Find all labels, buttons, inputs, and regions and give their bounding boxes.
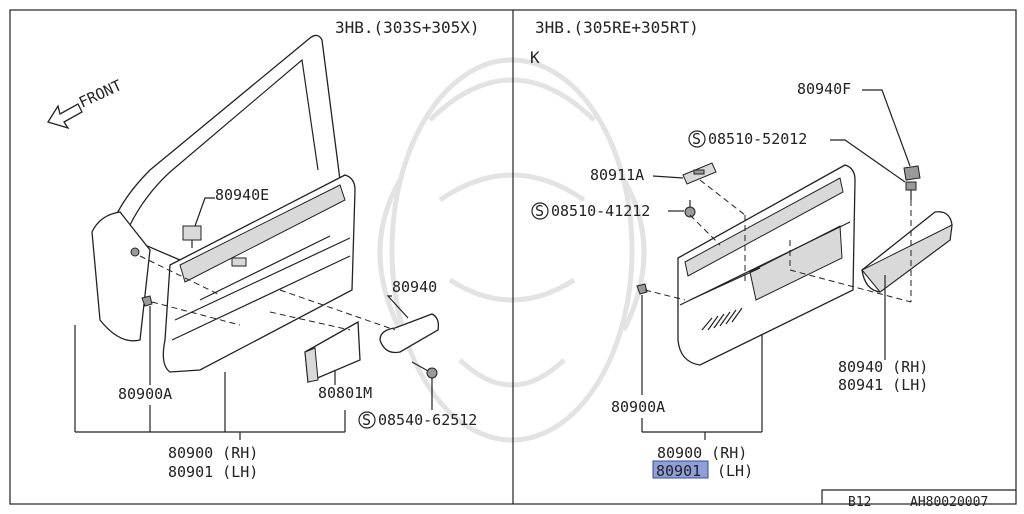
- armrest-dash: [279, 289, 396, 331]
- armrest-dash-right-h: [789, 269, 912, 303]
- left-variant-title: 3HB.(303S+305X): [335, 18, 480, 37]
- pocket-80801M: [304, 320, 361, 383]
- door-trim-panel-right: [677, 164, 856, 366]
- assembly-bracket-right: [641, 335, 763, 440]
- label-screw-r1: 08510-52012: [708, 130, 807, 148]
- label-80900-rh-right: 80900 (RH): [657, 444, 747, 462]
- clip-dash-1: [139, 255, 221, 296]
- speaker-grille: [701, 307, 743, 331]
- front-label: FRONT: [76, 76, 125, 111]
- leader-80940F: [862, 89, 911, 167]
- clip-dash-right: [644, 289, 686, 301]
- screw-symbol-left: S: [358, 411, 376, 429]
- clip-80940E: [182, 225, 202, 248]
- clip-80940F: [903, 165, 921, 200]
- svg-text:S: S: [535, 202, 544, 220]
- label-80900-rh-left: 80900 (RH): [168, 444, 258, 462]
- clip-upper: [130, 247, 140, 257]
- label-80940: 80940: [392, 278, 437, 296]
- screw-symbol-r1: S: [688, 130, 706, 148]
- label-80900A-right: 80900A: [611, 398, 665, 416]
- watermark-crest: [377, 57, 647, 443]
- label-screw-r2: 08510-41212: [551, 202, 650, 220]
- pocket-dash: [269, 311, 351, 331]
- screw-08510-41212: [684, 200, 696, 218]
- footer-code: AH80020007: [910, 495, 988, 510]
- label-80901-lh-left: 80901 (LH): [168, 463, 258, 481]
- label-80801M: 80801M: [318, 384, 372, 402]
- svg-text:S: S: [362, 411, 371, 429]
- leader-80940E: [194, 197, 215, 227]
- right-variant-code: K: [530, 48, 540, 67]
- footer-tab: [821, 489, 1016, 504]
- switch-80911A: [682, 162, 717, 185]
- front-arrow-icon: [46, 103, 83, 130]
- switch-dash: [699, 179, 746, 216]
- right-variant-title: 3HB.(305RE+305RT): [535, 18, 699, 37]
- leader-80911A: [652, 175, 684, 179]
- label-80940F: 80940F: [797, 80, 851, 98]
- label-80940-rh: 80940 (RH): [838, 358, 928, 376]
- clip-dash-2: [151, 301, 241, 326]
- label-lh-right: (LH): [717, 462, 753, 480]
- label-screw-left: 08540-62512: [378, 411, 477, 429]
- door-frame: [91, 34, 341, 342]
- assembly-bracket-left: [74, 306, 346, 440]
- clip-80900A: [141, 295, 153, 307]
- screw-dash: [689, 214, 721, 246]
- label-80940E: 80940E: [215, 186, 269, 204]
- label-80941-lh: 80941 (LH): [838, 376, 928, 394]
- footer-model: B12: [848, 495, 871, 510]
- label-80900A-left: 80900A: [118, 385, 172, 403]
- leader-screw-r1: [830, 139, 906, 183]
- screw-symbol-r2: S: [531, 202, 549, 220]
- part-highlight[interactable]: [652, 460, 709, 479]
- label-80911A: 80911A: [590, 166, 644, 184]
- svg-text:S: S: [692, 130, 701, 148]
- armrest-80940: [379, 313, 440, 354]
- clip-80900A-right: [636, 283, 648, 295]
- label-80901-highlighted[interactable]: 80901: [656, 462, 701, 480]
- leader-80940: [386, 295, 409, 319]
- door-trim-panel-left: [162, 174, 356, 373]
- armrest-80940-right: [861, 211, 953, 293]
